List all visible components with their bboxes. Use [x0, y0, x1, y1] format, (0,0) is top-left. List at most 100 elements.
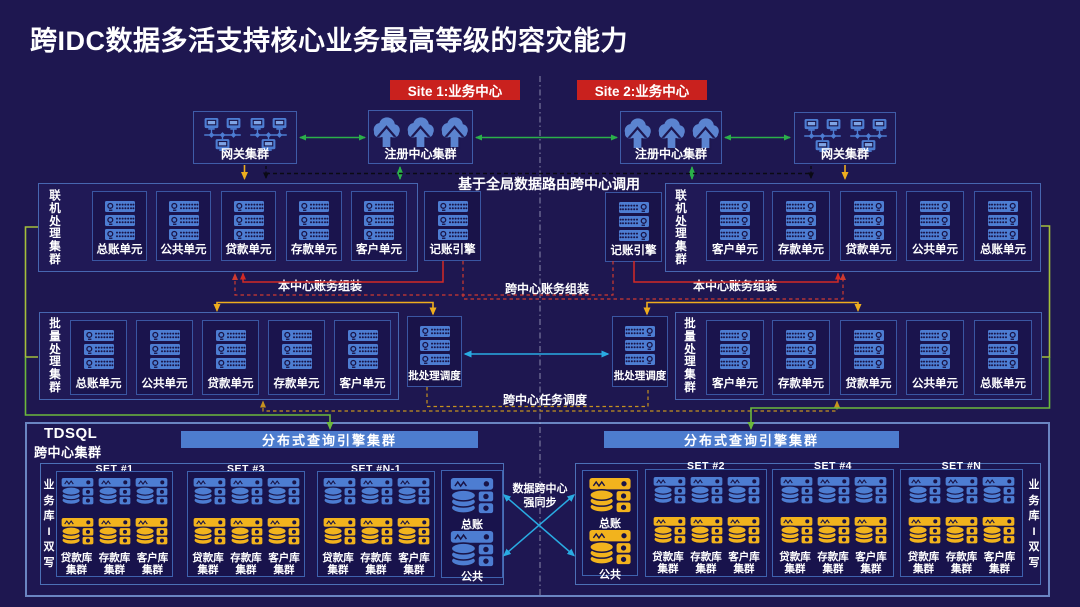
database-server-icon [323, 518, 356, 545]
online-right-unit-1: 客户单元 [706, 191, 764, 261]
unit-label: 贷款单元 [225, 244, 272, 256]
online-left-unit-1: 总账单元 [92, 191, 147, 261]
server-rack-icon [988, 201, 1018, 240]
ledger-db-label: 总账 [599, 518, 621, 530]
registry-label: 注册中心集群 [634, 147, 707, 161]
online-right-unit-3: 贷款单元 [840, 191, 897, 261]
database-server-icon [230, 518, 263, 545]
server-rack-icon [420, 326, 450, 365]
edge-line-left-upper [24, 226, 38, 358]
database-server-icon [908, 517, 941, 544]
server-rack-icon [364, 201, 394, 240]
unit-label: 客户单元 [356, 244, 402, 256]
registry-cluster-left: 注册中心集群 [368, 110, 473, 164]
database-server-icon [589, 530, 631, 565]
database-server-icon [727, 477, 760, 504]
unit-label: 存款单元 [291, 244, 337, 256]
cross-task-label: 跨中心任务调度 [502, 393, 587, 407]
database-server-icon [193, 478, 226, 505]
batch-left-unit-3: 贷款单元 [202, 320, 259, 395]
ledger-engine-left: 记账引擎 [424, 191, 481, 261]
unit-label: 存款单元 [778, 244, 824, 256]
online-right-unit-4: 公共单元 [906, 191, 964, 261]
database-server-icon [589, 478, 631, 513]
server-rack-icon [786, 201, 816, 240]
server-rack-icon [216, 330, 246, 369]
database-server-icon [690, 517, 723, 544]
db-cluster-label: 客户库集群 [136, 552, 169, 576]
gateway-label: 网关集群 [220, 147, 269, 161]
database-server-icon [908, 477, 941, 504]
unit-label: 总账单元 [980, 378, 1026, 390]
unit-label: 总账单元 [75, 378, 122, 390]
gateway-cluster-right: 网关集群 [794, 112, 896, 164]
database-server-icon [945, 517, 978, 544]
shared-db-box-right: 总账 公共 [582, 470, 638, 581]
set-box: 贷款库集群 存款库集群 客户库集群 [645, 469, 767, 577]
common-db-label: 公共 [461, 571, 483, 583]
common-db-label: 公共 [599, 569, 621, 581]
gateway-label: 网关集群 [820, 147, 869, 161]
database-server-icon [193, 518, 226, 545]
online-cluster-left [38, 183, 418, 272]
database-server-icon [982, 477, 1015, 504]
database-server-icon [98, 478, 131, 505]
tdsql-subtitle: 跨中心集群 [34, 445, 102, 460]
database-server-icon [817, 477, 850, 504]
database-server-icon [397, 478, 430, 505]
unit-label: 记账引擎 [429, 244, 476, 256]
query-engine-bar-right: 分布式查询引擎集群 [604, 431, 899, 448]
online-left-unit-2: 公共单元 [156, 191, 211, 261]
unit-label: 公共单元 [160, 244, 207, 256]
server-rack-icon [786, 330, 816, 369]
batch-left-unit-5: 客户单元 [334, 320, 391, 395]
local-assembly-right-label: 本中心账务组装 [692, 279, 777, 293]
db-cluster-label: 存款库集群 [98, 552, 131, 576]
database-server-icon [982, 517, 1015, 544]
database-server-icon [61, 478, 94, 505]
database-server-icon [98, 518, 131, 545]
batch-right-unit-3: 贷款单元 [840, 320, 897, 395]
server-rack-icon [169, 201, 199, 240]
dual-write-right-label: 业务库I双写 [1028, 479, 1040, 569]
set-title: SET #3 [226, 463, 266, 475]
edge-line-right-upper [1041, 225, 1051, 358]
online-left-unit-5: 客户单元 [351, 191, 407, 261]
server-rack-icon [84, 330, 114, 369]
dual-write-left-label: 业务库I双写 [43, 479, 55, 569]
unit-label: 贷款单元 [845, 244, 892, 256]
batch-left-unit-2: 公共单元 [136, 320, 193, 395]
database-server-icon [780, 517, 813, 544]
server-rack-icon [348, 330, 378, 369]
database-server-icon [817, 517, 850, 544]
slide-title: 跨IDC数据多活支持核心业务最高等级的容灾能力 [30, 26, 628, 56]
database-server-icon [653, 517, 686, 544]
batch-right-unit-4: 公共单元 [906, 320, 964, 395]
unit-label: 记账引擎 [610, 245, 657, 257]
database-server-icon [135, 478, 168, 505]
online-right-unit-5: 总账单元 [974, 191, 1032, 261]
db-cluster-label: 贷款库集群 [907, 551, 940, 575]
db-cluster-label: 客户库集群 [983, 551, 1016, 575]
database-server-icon [945, 477, 978, 504]
server-rack-icon [234, 201, 264, 240]
db-cluster-label: 存款库集群 [360, 552, 392, 576]
batch-left-unit-4: 存款单元 [268, 320, 325, 395]
db-cluster-label: 贷款库集群 [322, 552, 354, 576]
server-rack-icon [438, 201, 468, 240]
set-title: SET #N-1 [350, 463, 402, 475]
unit-label: 客户单元 [339, 378, 386, 390]
batch-scheduler-right: 批处理调度 [612, 316, 668, 387]
site2-banner: Site 2:业务中心 [577, 80, 707, 100]
batch-cluster-left-label: 批量处理集群 [49, 318, 61, 394]
batch-right-unit-1: 客户单元 [706, 320, 764, 395]
db-cluster-label: 存款库集群 [230, 552, 262, 576]
db-cluster-label: 客户库集群 [855, 551, 887, 575]
online-cluster-right [665, 183, 1041, 272]
online-cluster-left-label: 联机处理集群 [49, 190, 61, 266]
batch-left-unit-1: 总账单元 [70, 320, 127, 395]
set-box: 贷款库集群 存款库集群 客户库集群 [56, 471, 173, 577]
db-cluster-label: 存款库集群 [945, 551, 978, 575]
db-cluster-label: 贷款库集群 [652, 551, 684, 575]
